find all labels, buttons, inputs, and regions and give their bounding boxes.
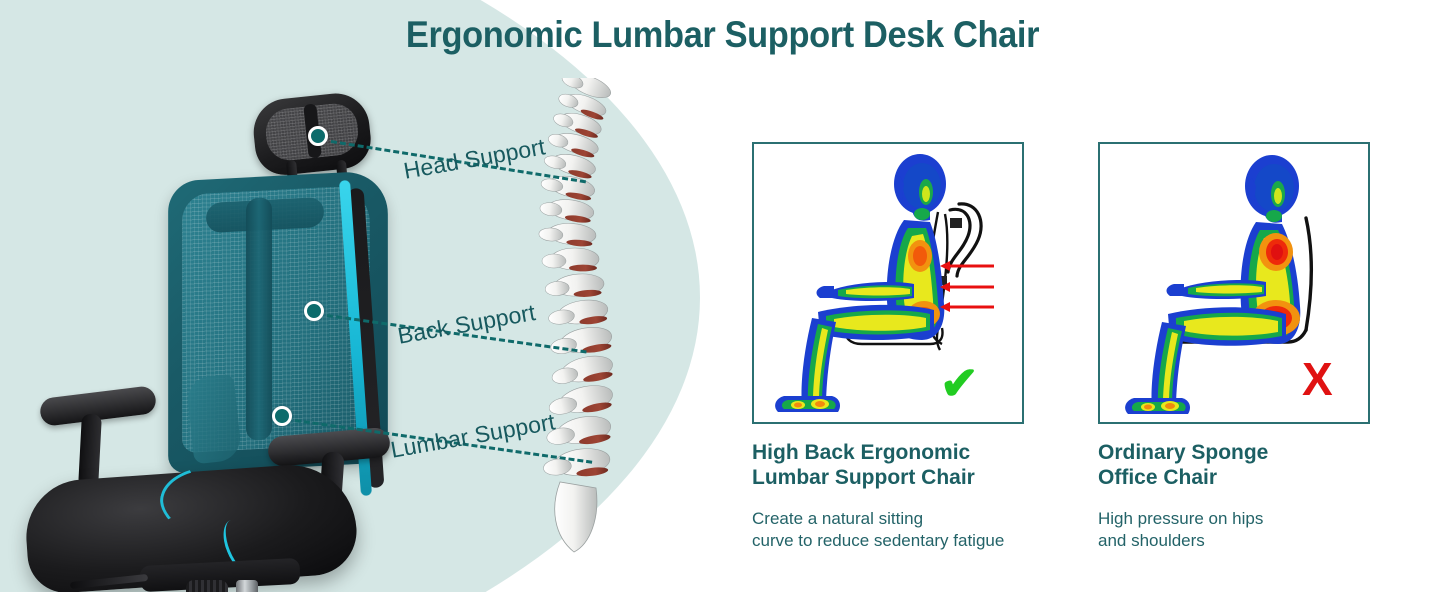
callout-marker-head[interactable] <box>308 126 328 146</box>
lumbar-pressure-arrows <box>940 261 994 312</box>
chair-backrest-center-rib <box>246 197 272 441</box>
pressure-map-good-posture <box>754 144 1022 422</box>
spine-illustration <box>520 73 660 558</box>
verdict-check-icon: ✔ <box>940 357 979 409</box>
card-subtitle-ordinary: High pressure on hips and shoulders <box>1098 509 1264 550</box>
chair-gas-cylinder <box>236 580 258 592</box>
comparison-card-ergonomic: ✔ <box>752 142 1024 424</box>
card-subtitle-ergonomic: Create a natural sitting curve to reduce… <box>752 509 1005 550</box>
pressure-map-bad-posture <box>1100 144 1368 422</box>
callout-marker-lumbar[interactable] <box>272 406 292 426</box>
card-title-ordinary: Ordinary Sponge Office Chair <box>1098 441 1269 489</box>
chair-product-image <box>20 80 420 592</box>
chair-armrest-left-post <box>78 413 102 489</box>
comparison-card-ordinary: X <box>1098 142 1370 424</box>
verdict-cross-icon: X <box>1302 353 1333 405</box>
page-title: Ergonomic Lumbar Support Desk Chair <box>405 14 1040 55</box>
callout-marker-back[interactable] <box>304 301 324 321</box>
card-title-ergonomic: High Back Ergonomic Lumbar Support Chair <box>752 441 975 489</box>
chair-tension-knob <box>186 580 228 592</box>
chair-lumbar-pad <box>185 373 243 465</box>
